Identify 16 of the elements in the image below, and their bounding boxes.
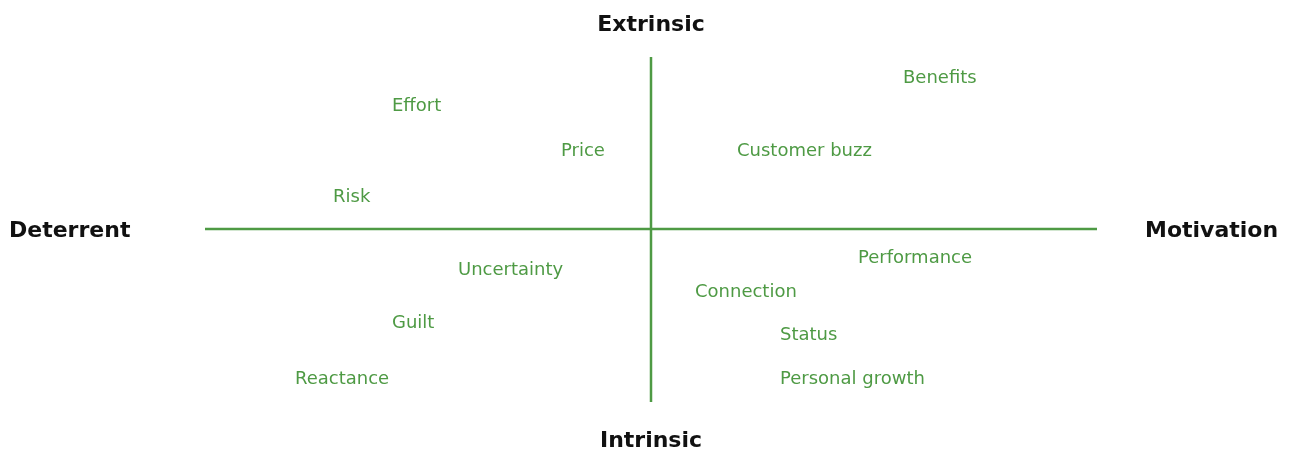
quadrant-label: Guilt xyxy=(392,313,435,331)
quadrant-label: Performance xyxy=(858,248,973,266)
quadrant-label: Connection xyxy=(695,282,797,300)
axis-label: Deterrent xyxy=(9,219,131,241)
quadrant-label: Status xyxy=(780,325,838,343)
axis-label: Extrinsic xyxy=(597,13,705,35)
quadrant-label: Customer buzz xyxy=(737,141,872,159)
axis-label: Intrinsic xyxy=(599,429,703,451)
axis-label: Motivation xyxy=(1145,219,1279,241)
quadrant-label: Effort xyxy=(392,96,442,114)
quadrant-label: Benefits xyxy=(903,68,977,86)
quadrant-label: Uncertainty xyxy=(458,260,564,278)
quadrant-label: Price xyxy=(561,141,605,159)
quadrant-label: Reactance xyxy=(295,369,390,387)
quadrant-label: Risk xyxy=(333,187,371,205)
quadrant-label: Personal growth xyxy=(780,369,925,387)
